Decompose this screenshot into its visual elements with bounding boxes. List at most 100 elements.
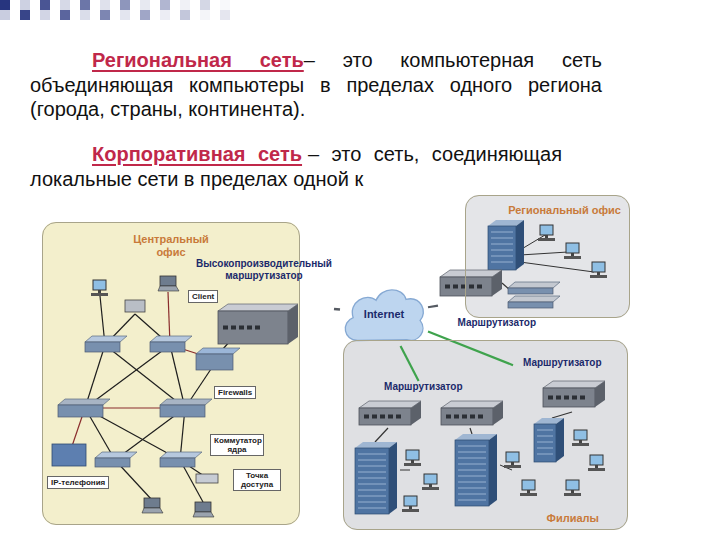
decor-square [220, 0, 230, 10]
switch-top [95, 452, 137, 458]
network-wire [520, 262, 594, 272]
network-wire [470, 428, 472, 434]
server-slot [358, 496, 386, 497]
router-port [239, 326, 244, 330]
server-slot [458, 500, 486, 501]
server-front [455, 440, 489, 506]
switch-top [160, 399, 212, 405]
monitor [424, 474, 437, 484]
monitor-stand [545, 235, 548, 238]
monitor [404, 496, 417, 506]
server-slot [358, 460, 386, 461]
router-port [462, 415, 467, 419]
server-symbol [455, 434, 497, 506]
monitor [522, 480, 535, 490]
router-front [543, 388, 595, 407]
monitor-stand [579, 440, 582, 443]
switch-symbol [160, 452, 202, 467]
router-side [493, 401, 503, 425]
network-wire [170, 345, 185, 408]
decor-square [100, 0, 110, 10]
decor-square [80, 0, 90, 10]
laptop-symbol [158, 276, 179, 291]
switch-top [58, 399, 110, 405]
server-slot [458, 464, 486, 465]
header-decoration [0, 0, 230, 20]
laptop-symbol [142, 498, 163, 513]
definition-paragraph: Корпоративная сеть– это сеть, соединяюща… [30, 142, 562, 191]
router-symbol [218, 304, 298, 344]
router-front [218, 311, 288, 344]
monitor-stand [571, 253, 574, 256]
router-port [446, 415, 451, 419]
server-slot [358, 478, 386, 479]
router-port [231, 326, 236, 330]
router-side [411, 401, 421, 425]
device-name: Client [192, 292, 214, 301]
router-front [440, 277, 492, 296]
device-label: Firewalls [214, 386, 256, 399]
device-name: Firewalls [218, 388, 252, 397]
server-slot [537, 454, 553, 455]
network-wire [375, 428, 388, 442]
router-port [388, 415, 393, 419]
router-node: Маршрутизатор [356, 381, 506, 429]
device-label: Коммутатор ядра [210, 434, 264, 456]
workstation-symbol [564, 480, 581, 496]
server-slot [358, 454, 386, 455]
monitor [566, 480, 579, 490]
decor-square [20, 10, 30, 20]
region-fill [465, 195, 630, 318]
decor-square [40, 10, 50, 20]
server-slot [491, 244, 513, 245]
network-link [428, 331, 513, 365]
switch-front [58, 405, 103, 417]
workstation-symbol [404, 450, 421, 466]
decor-square [160, 0, 170, 10]
monitor [574, 430, 587, 440]
monitor-stand [527, 490, 530, 493]
keyboard [404, 463, 421, 466]
network-wire [400, 470, 410, 471]
router-port [580, 396, 585, 400]
server-side [389, 442, 397, 514]
server-slot [537, 430, 553, 431]
router-port [445, 285, 450, 289]
server-slot [537, 436, 553, 437]
monitor [566, 243, 579, 253]
monitor-stand [98, 290, 101, 293]
switch-top [85, 336, 127, 342]
router-port [556, 396, 561, 400]
monitor-stand [595, 465, 598, 468]
region-title: Региональный офис [508, 204, 621, 217]
decor-square [80, 10, 90, 20]
monitor-stand [511, 462, 514, 465]
router-port [564, 396, 569, 400]
workstation-symbol [91, 280, 108, 296]
device-name: Точка доступа [237, 471, 277, 489]
workstation-symbol [564, 243, 581, 259]
switch-top [508, 282, 560, 288]
server-side [489, 434, 497, 506]
monitor [93, 280, 106, 290]
router-icons [218, 270, 605, 425]
router-side [492, 270, 502, 296]
switch-top [196, 348, 240, 354]
router-top [440, 270, 502, 277]
router-port [469, 285, 474, 289]
device-label: Client [188, 290, 218, 303]
region-title: Филиалы [547, 512, 599, 525]
keyboard [588, 468, 605, 471]
router-top [543, 381, 605, 388]
switch-front [150, 342, 185, 352]
decor-square [200, 0, 210, 10]
network-link [334, 308, 340, 311]
server-slot [458, 446, 486, 447]
switch-symbol [150, 336, 192, 352]
server-slot [358, 490, 386, 491]
access-point-symbol [196, 474, 218, 483]
decor-square [140, 0, 150, 10]
router-port [572, 396, 577, 400]
server-side [556, 418, 564, 462]
laptop-symbol [193, 502, 214, 517]
